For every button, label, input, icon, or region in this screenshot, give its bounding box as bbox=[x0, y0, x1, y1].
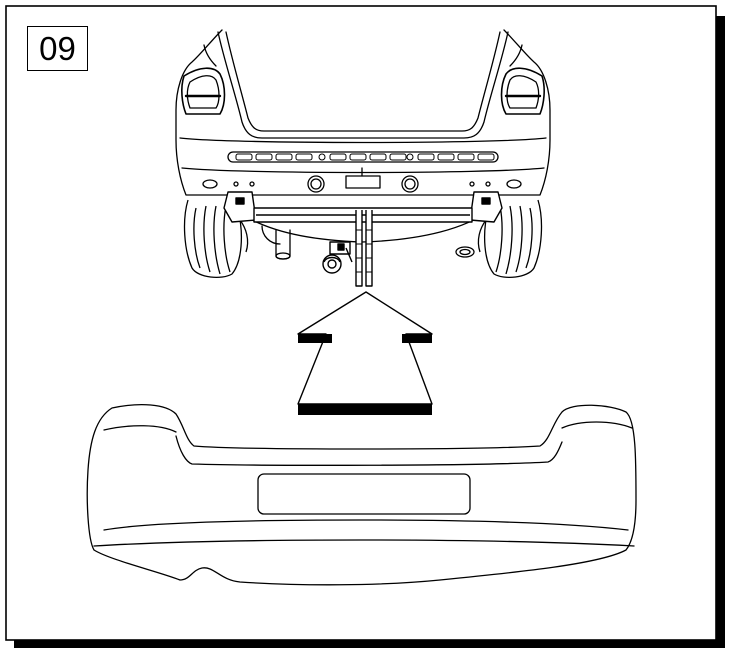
bumper-upper-line bbox=[175, 435, 563, 466]
tow-bar-left-bracket bbox=[223, 191, 257, 223]
tow-ball-cap bbox=[323, 256, 341, 263]
step-number: 09 bbox=[39, 30, 76, 67]
tow-bar-neck-ticks bbox=[356, 229, 372, 273]
arrow-left-wing-band bbox=[298, 334, 332, 343]
tow-bar-right-bracket-hole bbox=[481, 197, 491, 205]
direction-arrow bbox=[297, 291, 433, 415]
car-body-outline bbox=[175, 29, 551, 196]
rear-hatch-inner bbox=[225, 31, 501, 132]
arrow-right-wing-band bbox=[402, 334, 432, 343]
rear-bumper-illustration bbox=[86, 404, 637, 586]
tow-bar-neck-2 bbox=[365, 210, 373, 287]
exhaust-left-tip bbox=[275, 252, 291, 260]
right-tail-light bbox=[500, 67, 545, 115]
chrome-strip bbox=[227, 151, 499, 163]
right-wheel-tread-3 bbox=[505, 205, 513, 275]
spare-pipe bbox=[261, 225, 281, 245]
left-pillar bbox=[203, 44, 217, 67]
tow-ball-arm bbox=[345, 247, 353, 263]
left-wheel-tread-1 bbox=[193, 207, 201, 269]
step-number-box: 09 bbox=[27, 26, 88, 71]
right-fog-light bbox=[401, 175, 419, 193]
bumper-outline bbox=[86, 404, 637, 586]
panel-shadow bbox=[716, 16, 725, 648]
left-fog-light bbox=[307, 175, 325, 193]
wheels bbox=[183, 199, 543, 279]
bumper-bottom-line bbox=[93, 539, 635, 547]
tow-bar-left-bracket-hole bbox=[235, 197, 245, 205]
left-wheel-tread-3 bbox=[213, 205, 221, 275]
right-small-dot bbox=[485, 181, 491, 187]
tow-bar-right-bracket bbox=[469, 191, 503, 223]
bumper-left-crease bbox=[103, 425, 177, 433]
left-small-dot-2 bbox=[249, 181, 255, 187]
license-bracket bbox=[345, 175, 381, 189]
tow-bar bbox=[223, 191, 503, 287]
right-fog-light-inner bbox=[404, 178, 416, 190]
car-rear-illustration bbox=[175, 29, 551, 260]
right-pillar bbox=[509, 44, 523, 67]
bumper-right-crease bbox=[561, 421, 633, 429]
panel-shadow-bottom bbox=[14, 640, 725, 648]
left-wheel-hub bbox=[239, 219, 249, 253]
arrow-base-band bbox=[298, 404, 432, 415]
chrome-strip-slots bbox=[235, 153, 495, 161]
bumper-lower-line bbox=[103, 519, 629, 531]
right-small-dot-2 bbox=[469, 181, 475, 187]
lower-bumper-line bbox=[181, 167, 545, 174]
tow-bar-neck bbox=[355, 210, 363, 287]
left-wheel-tread-2 bbox=[203, 205, 211, 273]
right-wheel-tread-2 bbox=[515, 205, 523, 273]
right-exhaust-tip bbox=[455, 246, 475, 258]
bumper-top-line bbox=[179, 137, 547, 144]
left-wheel-tread-4 bbox=[223, 205, 231, 273]
right-reflector bbox=[506, 179, 522, 189]
right-exhaust-tip-inner bbox=[459, 248, 471, 256]
right-wheel-tread-1 bbox=[525, 207, 533, 269]
right-wheel-hub bbox=[477, 219, 487, 253]
left-small-dot bbox=[233, 181, 239, 187]
tow-socket-dot bbox=[337, 243, 345, 251]
left-fog-light-inner bbox=[310, 178, 322, 190]
left-tail-light bbox=[181, 67, 226, 115]
rear-hatch bbox=[217, 31, 509, 139]
license-plate-recess bbox=[257, 473, 471, 515]
tow-ball-top bbox=[327, 259, 337, 269]
right-wheel-tread-4 bbox=[495, 205, 503, 273]
left-reflector bbox=[202, 179, 218, 189]
